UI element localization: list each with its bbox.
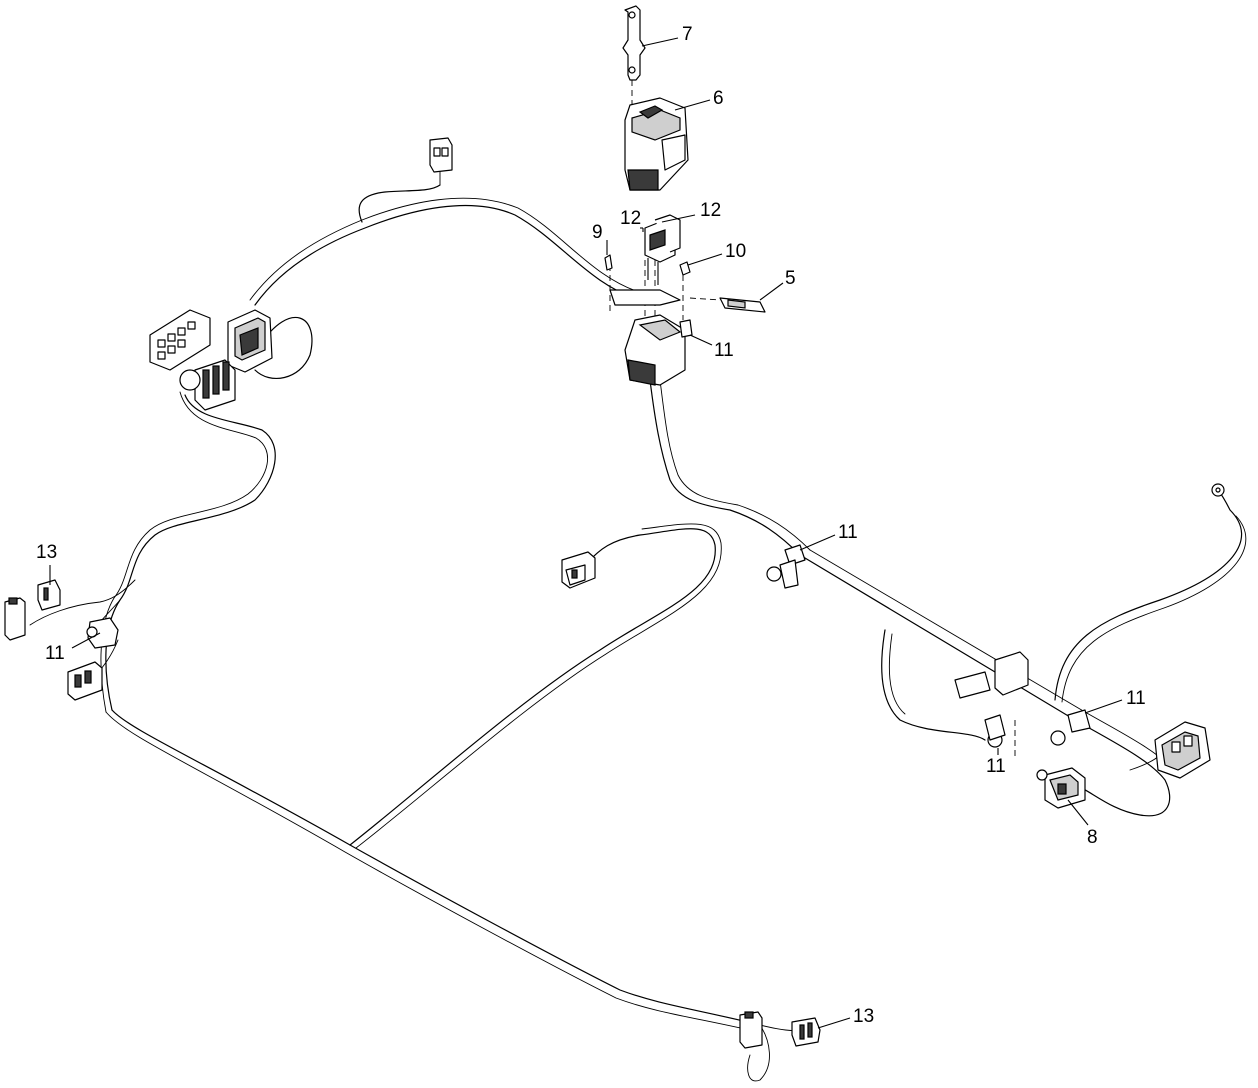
bottom-connectors xyxy=(739,1011,821,1049)
callout-11-left: 11 xyxy=(45,643,65,664)
right-branch-components xyxy=(954,483,1225,809)
part-7-bracket xyxy=(622,5,646,81)
part-12-relays xyxy=(644,214,681,285)
callout-12-left: 12 xyxy=(620,208,641,229)
callout-labels: 7 6 12 12 9 10 5 11 11 13 11 11 11 8 13 xyxy=(36,24,1146,1027)
callout-8: 8 xyxy=(1087,827,1098,848)
part-6-housing xyxy=(624,97,689,191)
callout-11-lower: 11 xyxy=(986,756,1006,777)
part-5-fuse xyxy=(719,297,766,313)
callout-6: 6 xyxy=(713,88,724,109)
central-connector-block xyxy=(609,289,693,386)
top-connector xyxy=(429,137,453,173)
callout-12-right: 12 xyxy=(700,200,721,221)
callout-11-center: 11 xyxy=(714,340,734,361)
callout-10: 10 xyxy=(725,241,746,262)
callout-11-right: 11 xyxy=(1126,688,1146,709)
clip-11-diagonal xyxy=(766,544,806,589)
callout-13-bottom: 13 xyxy=(853,1006,874,1027)
callout-9: 9 xyxy=(592,222,603,243)
part-9-terminal xyxy=(604,254,613,271)
harness-wires xyxy=(29,169,1247,1082)
callout-5: 5 xyxy=(785,268,796,289)
left-cluster xyxy=(149,309,273,411)
left-side-connectors xyxy=(4,579,119,701)
callout-11-diagonal: 11 xyxy=(838,522,858,543)
leader-lines xyxy=(49,37,1123,1029)
callout-7: 7 xyxy=(682,24,693,45)
part-10-terminal xyxy=(679,261,691,276)
callout-13-left: 13 xyxy=(36,542,57,563)
center-connector xyxy=(561,551,596,589)
